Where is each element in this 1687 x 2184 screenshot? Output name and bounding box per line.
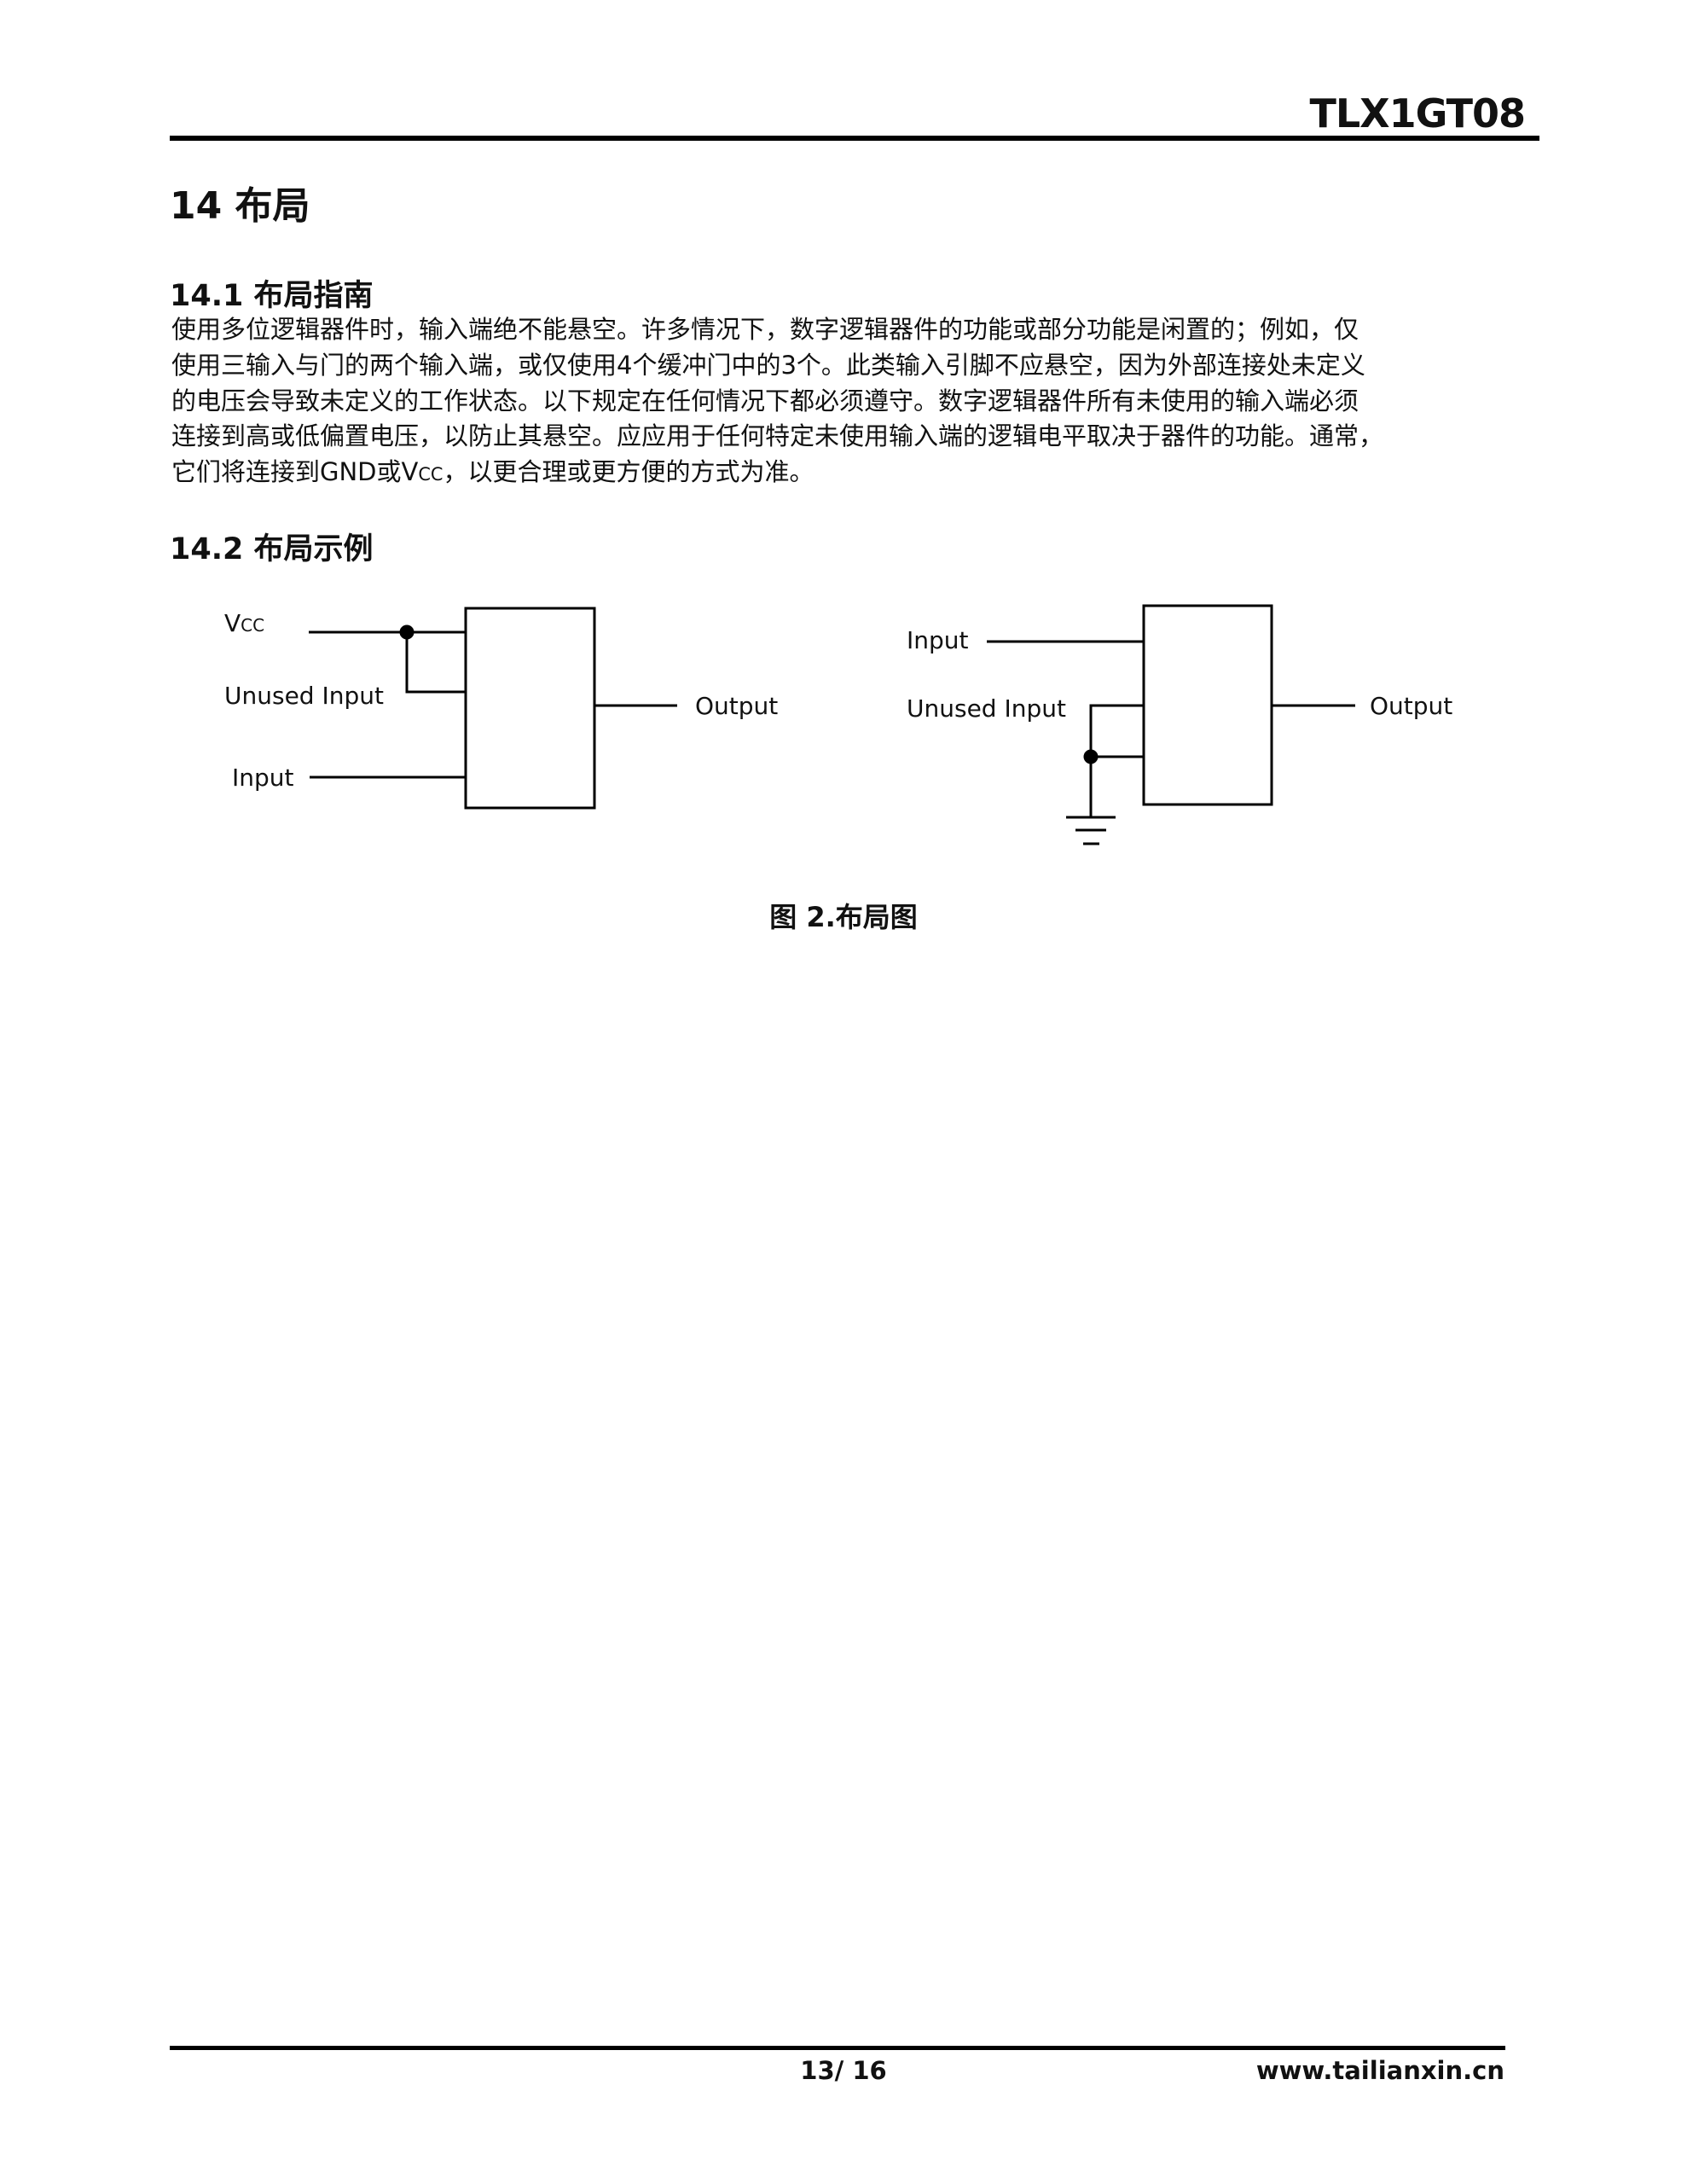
layout-diagram: VCC Unused Input Input Output Input Unus… bbox=[224, 604, 1452, 845]
gate-box-right bbox=[1142, 604, 1273, 806]
subsection-title-guidelines: 14.1 布局指南 bbox=[170, 279, 374, 313]
figure-caption: 图 2.布局图 bbox=[769, 901, 918, 933]
ground-icon bbox=[1066, 816, 1116, 845]
page-number: 13/ 16 bbox=[800, 2056, 887, 2085]
label-vcc: VCC bbox=[224, 609, 264, 637]
section-title: 14 布局 bbox=[170, 184, 310, 228]
label-unused-input: Unused Input bbox=[224, 682, 384, 710]
paragraph-line: 使用三输入与门的两个输入端，或仅使用4个缓冲门中的3个。此类输入引脚不应悬空，因… bbox=[171, 350, 1365, 380]
subsection-title-example: 14.2 布局示例 bbox=[170, 532, 374, 566]
label-output: Output bbox=[1370, 692, 1452, 720]
right-circuit bbox=[987, 604, 1355, 845]
text: 它们将连接到GND或V bbox=[171, 457, 419, 487]
paragraph-line: 连接到高或低偏置电压，以防止其悬空。应应用于任何特定未使用输入端的逻辑电平取决于… bbox=[171, 421, 1384, 451]
gate-box-left bbox=[464, 607, 596, 810]
junction-dot bbox=[1083, 749, 1099, 764]
text: ，以更合理或更方便的方式为准。 bbox=[443, 457, 815, 487]
paragraph-line: 使用多位逻辑器件时，输入端绝不能悬空。许多情况下，数字逻辑器件的功能或部分功能是… bbox=[171, 315, 1359, 344]
unused-tie-wire bbox=[405, 632, 466, 694]
footer-rule bbox=[170, 2046, 1505, 2050]
paragraph-line: 的电压会导致未定义的工作状态。以下规定在任何情况下都必须遵守。数字逻辑器件所有未… bbox=[171, 386, 1359, 415]
label-input: Input bbox=[232, 764, 294, 792]
header-rule bbox=[170, 136, 1539, 141]
website-link[interactable]: www.tailianxin.cn bbox=[1255, 2056, 1504, 2085]
guidelines-paragraph: 使用多位逻辑器件时，输入端绝不能悬空。许多情况下，数字逻辑器件的功能或部分功能是… bbox=[171, 312, 1510, 493]
junction-dot bbox=[399, 624, 415, 640]
label-unused-input: Unused Input bbox=[907, 694, 1066, 723]
label-input: Input bbox=[907, 626, 969, 654]
document-id: TLX1GT08 bbox=[1309, 90, 1526, 136]
paragraph-line: 它们将连接到GND或VCC，以更合理或更方便的方式为准。 bbox=[171, 455, 1510, 493]
label-output: Output bbox=[695, 692, 778, 720]
subscript: CC bbox=[418, 464, 443, 485]
left-circuit bbox=[309, 607, 677, 810]
unused-ground-wire bbox=[1089, 704, 1144, 817]
